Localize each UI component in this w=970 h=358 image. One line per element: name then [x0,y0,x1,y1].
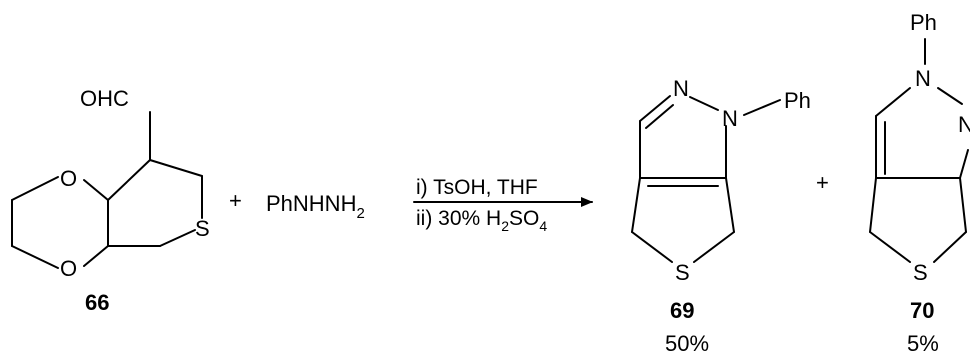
condition-step-2-prefix: ii) 30% H [416,207,501,230]
bond [869,177,877,233]
sulfur-atom: S [913,260,928,285]
sulfur-atom: S [675,260,690,285]
bond [693,231,735,263]
bond [959,177,967,233]
condition-step-2: ii) 30% H2SO4 [416,207,547,234]
phenyl-substituent: Ph [784,88,811,113]
bond [959,149,969,179]
bond [933,231,967,263]
bond [725,177,735,233]
bond [11,245,59,269]
bond [869,231,911,263]
plus-sign: + [816,170,829,195]
condition-step-2-mid: SO [509,207,539,230]
nitrogen-atom-right: N [722,106,738,131]
product-70: Ph N N S 70 5% [869,10,970,356]
bond [743,99,781,116]
nitrogen-atom-top: N [915,66,931,91]
reagent-formula-subscript: 2 [356,205,364,222]
sulfur-atom: S [195,216,210,241]
plus-sign: + [229,188,242,213]
phenyl-substituent: Ph [910,10,937,35]
compound-label-69: 69 [670,298,694,323]
condition-subscript: 4 [539,218,547,234]
reactant-66: OHC O O S 66 [11,86,210,315]
bond [107,159,151,201]
nitrogen-atom-right: N [958,112,970,137]
bond [631,177,641,233]
bond [159,229,196,247]
oxygen-atom-top: O [60,166,77,191]
bond [149,159,203,177]
bond [937,87,963,105]
bond [631,231,673,263]
reaction-arrow: i) TsOH, THF ii) 30% H2SO4 [413,176,593,234]
product-69: N N Ph S 69 50% [631,76,811,356]
bond [11,176,59,201]
compound-label-66: 66 [85,290,109,315]
compound-label-70: 70 [910,298,934,323]
aldehyde-label: OHC [80,86,129,111]
bond [83,179,109,201]
yield-70: 5% [907,331,939,356]
yield-69: 50% [665,331,709,356]
condition-subscript: 2 [501,218,509,234]
bond [645,104,674,129]
bond [83,245,109,267]
reagent-formula: PhNHNH2 [266,191,365,222]
bond [875,87,911,117]
condition-step-1: i) TsOH, THF [416,176,538,199]
bond [689,96,719,111]
nitrogen-atom-top: N [673,76,689,101]
reagent-phenylhydrazine: PhNHNH2 [266,191,365,222]
reagent-formula-main: PhNHNH [266,191,356,216]
bond [639,95,671,122]
oxygen-atom-bottom: O [60,256,77,281]
